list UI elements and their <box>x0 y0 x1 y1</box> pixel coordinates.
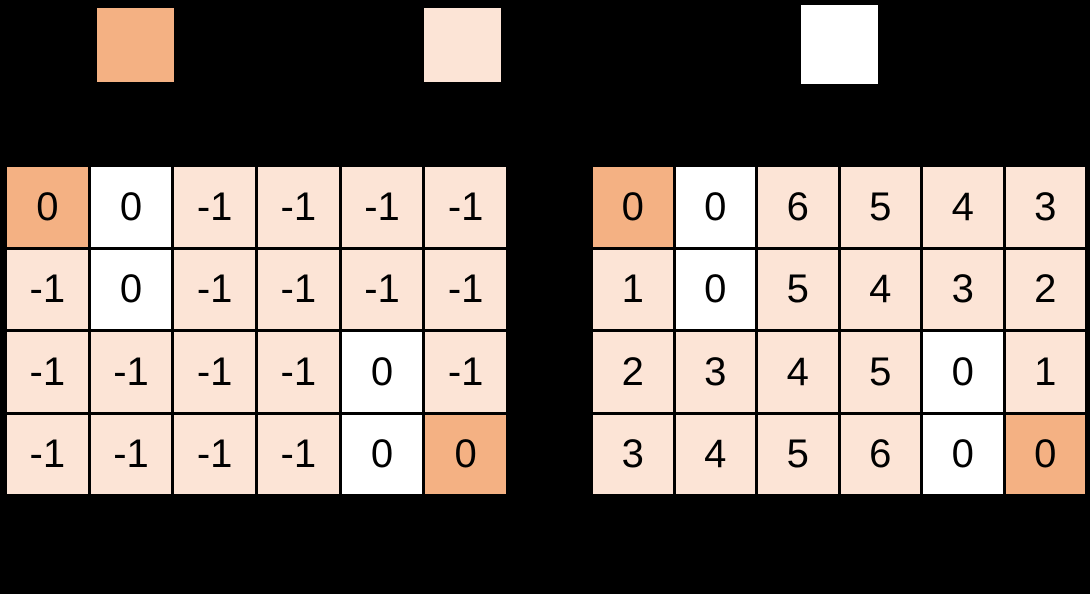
cell-r3-c0: 3 <box>593 414 673 494</box>
cell-r2-c5: 1 <box>1005 332 1085 412</box>
cell-r3-c0: -1 <box>7 414 88 494</box>
cell-r3-c1: 4 <box>675 414 755 494</box>
legend <box>0 0 1090 100</box>
cell-r3-c4: 0 <box>341 414 423 494</box>
cell-r3-c3: 6 <box>840 414 920 494</box>
cell-r1-c0: 1 <box>593 249 673 329</box>
cell-r2-c2: -1 <box>174 332 255 412</box>
cell-r0-c3: 5 <box>840 167 920 247</box>
cell-r0-c5: -1 <box>425 167 506 247</box>
cell-r2-c0: -1 <box>7 332 88 412</box>
cell-r0-c2: -1 <box>174 167 255 247</box>
cell-r3-c2: -1 <box>174 414 255 494</box>
cell-r3-c2: 5 <box>758 414 838 494</box>
cell-r1-c2: 5 <box>758 249 838 329</box>
cell-r3-c5: 0 <box>1005 414 1085 494</box>
cell-r0-c5: 3 <box>1005 167 1085 247</box>
cell-r2-c4: 0 <box>341 332 423 412</box>
cell-r1-c4: -1 <box>341 249 423 329</box>
cell-r0-c3: -1 <box>257 167 339 247</box>
cell-r2-c4: 0 <box>923 332 1003 412</box>
cell-r2-c3: -1 <box>257 332 339 412</box>
cell-r1-c3: 4 <box>840 249 920 329</box>
cell-r1-c0: -1 <box>7 249 88 329</box>
cell-r0-c4: -1 <box>341 167 423 247</box>
cell-r1-c2: -1 <box>174 249 255 329</box>
cell-r1-c4: 3 <box>923 249 1003 329</box>
cell-r2-c3: 5 <box>840 332 920 412</box>
cell-r3-c5: 0 <box>425 414 506 494</box>
cell-r1-c1: 0 <box>675 249 755 329</box>
cell-r2-c0: 2 <box>593 332 673 412</box>
cell-r1-c5: -1 <box>425 249 506 329</box>
cell-r1-c1: 0 <box>90 249 172 329</box>
blocked-cell-swatch <box>801 5 878 84</box>
path-cell-swatch <box>424 8 501 82</box>
cell-r3-c1: -1 <box>90 414 172 494</box>
cell-r1-c3: -1 <box>257 249 339 329</box>
cell-r3-c3: -1 <box>257 414 339 494</box>
cell-r2-c2: 4 <box>758 332 838 412</box>
cell-r0-c1: 0 <box>675 167 755 247</box>
cell-r2-c5: -1 <box>425 332 506 412</box>
cell-r2-c1: -1 <box>90 332 172 412</box>
cell-r0-c4: 4 <box>923 167 1003 247</box>
cell-r3-c4: 0 <box>923 414 1003 494</box>
cell-r2-c1: 3 <box>675 332 755 412</box>
endpoint-swatch <box>97 8 174 82</box>
cell-r0-c2: 6 <box>758 167 838 247</box>
cell-r0-c0: 0 <box>7 167 88 247</box>
cell-r1-c5: 2 <box>1005 249 1085 329</box>
cell-r0-c0: 0 <box>593 167 673 247</box>
cell-r0-c1: 0 <box>90 167 172 247</box>
